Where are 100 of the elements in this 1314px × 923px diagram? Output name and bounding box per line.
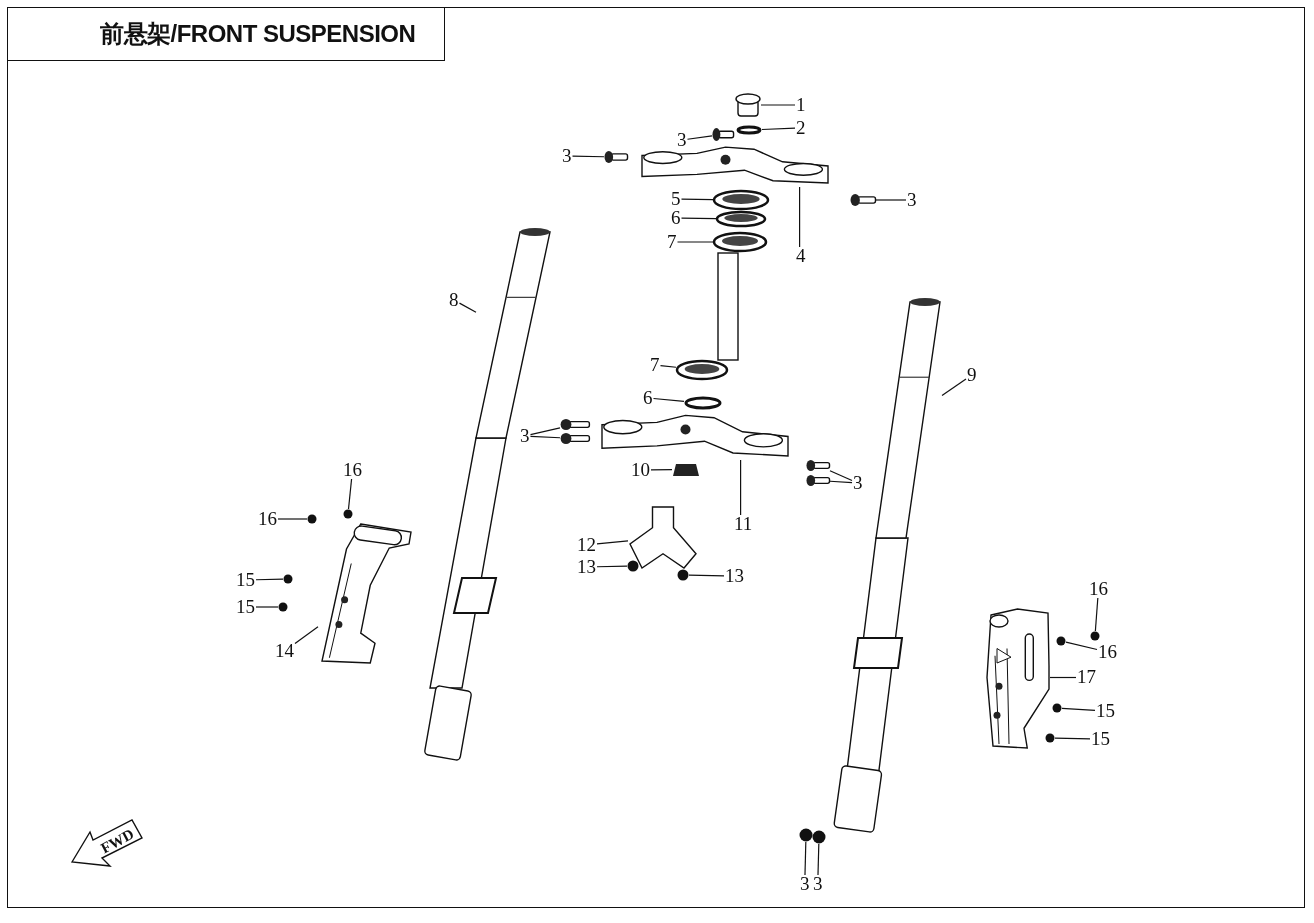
callout-number: 1: [795, 96, 807, 114]
leader-line: [458, 302, 477, 313]
leader-line: [686, 135, 713, 140]
nut-drawing: [283, 574, 293, 584]
bolt-drawing: [712, 127, 734, 142]
leader-line: [875, 199, 907, 201]
callout-number: 3: [812, 875, 824, 893]
callout-number: 16: [1088, 580, 1109, 598]
leader-line: [1094, 597, 1099, 632]
nut-drawing: [1052, 703, 1062, 713]
callout-number: 16: [257, 510, 278, 528]
callout-number: 7: [666, 233, 678, 251]
callout-number: 6: [642, 389, 654, 407]
callout-number: 13: [576, 558, 597, 576]
callout-number: 15: [235, 598, 256, 616]
cap-drawing: [735, 93, 761, 117]
bolt-drawing: [604, 150, 628, 164]
leader-line: [529, 435, 561, 439]
callout-number: 3: [799, 875, 811, 893]
leader-line: [277, 518, 308, 520]
callout-number: 3: [852, 474, 864, 492]
lower-clamp-drawing: [600, 413, 790, 460]
callout-number: 6: [670, 209, 682, 227]
leader-line: [688, 574, 725, 577]
leader-line: [680, 217, 717, 220]
nut-drawing: [278, 602, 288, 612]
nut-drawing: [677, 569, 689, 581]
leader-line: [817, 843, 820, 876]
callout-number: 15: [235, 571, 256, 589]
nut-drawing: [672, 462, 700, 477]
leader-line: [347, 478, 353, 510]
callout-number: 7: [649, 356, 661, 374]
title: 前悬架/FRONT SUSPENSION: [7, 7, 445, 61]
leader-line: [596, 565, 628, 568]
leader-line: [529, 427, 561, 436]
callout-number: 16: [342, 461, 363, 479]
callout-number: 17: [1076, 668, 1097, 686]
nut-drawing: [1056, 636, 1066, 646]
nut-drawing: [1090, 631, 1100, 641]
leader-line: [650, 469, 673, 471]
callout-number: 11: [733, 515, 754, 533]
callout-number: 3: [519, 427, 531, 445]
leader-line: [804, 841, 807, 876]
bolt-drawing: [806, 474, 830, 487]
leader-line: [680, 198, 714, 201]
callout-number: 2: [795, 119, 807, 137]
leader-line: [1049, 676, 1077, 679]
bearing-drawing: [676, 360, 728, 380]
callout-number: 16: [1097, 643, 1118, 661]
bolt-drawing: [560, 432, 590, 445]
leader-line: [294, 626, 319, 644]
bearing-drawing: [713, 232, 767, 252]
bearing-drawing: [713, 190, 769, 210]
nut-drawing: [343, 509, 353, 519]
callout-number: 4: [795, 247, 807, 265]
callout-number: 8: [448, 291, 460, 309]
leader-line: [676, 241, 714, 243]
callout-number: 15: [1095, 702, 1116, 720]
leader-line: [1065, 641, 1098, 651]
callout-number: 3: [561, 147, 573, 165]
leader-line: [596, 540, 629, 545]
leader-line: [761, 127, 796, 131]
nut-drawing: [812, 830, 826, 844]
direction-label: FWD: [98, 826, 137, 857]
leader-line: [799, 186, 801, 248]
fork-tube-drawing: [876, 298, 942, 538]
bolt-drawing: [850, 193, 876, 207]
callout-number: 10: [630, 461, 651, 479]
leader-line: [255, 606, 279, 608]
washer-drawing: [736, 125, 762, 135]
leader-line: [1054, 737, 1091, 740]
leader-line: [659, 365, 677, 368]
leader-line: [740, 459, 742, 516]
callout-number: 15: [1090, 730, 1111, 748]
fork-guard-drawing: [318, 520, 413, 665]
fork-guard-drawing: [985, 605, 1050, 750]
bearing-drawing: [716, 211, 766, 227]
leader-line: [829, 470, 853, 482]
callout-number: 3: [676, 131, 688, 149]
bolt-drawing: [806, 459, 830, 472]
leader-line: [941, 378, 967, 396]
callout-number: 12: [576, 536, 597, 554]
callout-number: 5: [670, 190, 682, 208]
bolt-drawing: [560, 418, 590, 431]
washer-drawing: [684, 396, 722, 410]
leader-line: [1061, 707, 1096, 711]
leader-line: [652, 397, 685, 402]
bracket-drawing: [628, 505, 698, 570]
nut-drawing: [627, 560, 639, 572]
nut-drawing: [799, 828, 813, 842]
callout-number: 13: [724, 567, 745, 585]
nut-drawing: [307, 514, 317, 524]
callout-number: 3: [906, 191, 918, 209]
leader-line: [829, 480, 853, 484]
callout-number: 14: [274, 642, 295, 660]
top-clamp-drawing: [640, 145, 830, 187]
leader-line: [760, 104, 796, 106]
leader-line: [571, 155, 605, 158]
leader-line: [255, 578, 284, 581]
callout-number: 9: [966, 366, 978, 384]
